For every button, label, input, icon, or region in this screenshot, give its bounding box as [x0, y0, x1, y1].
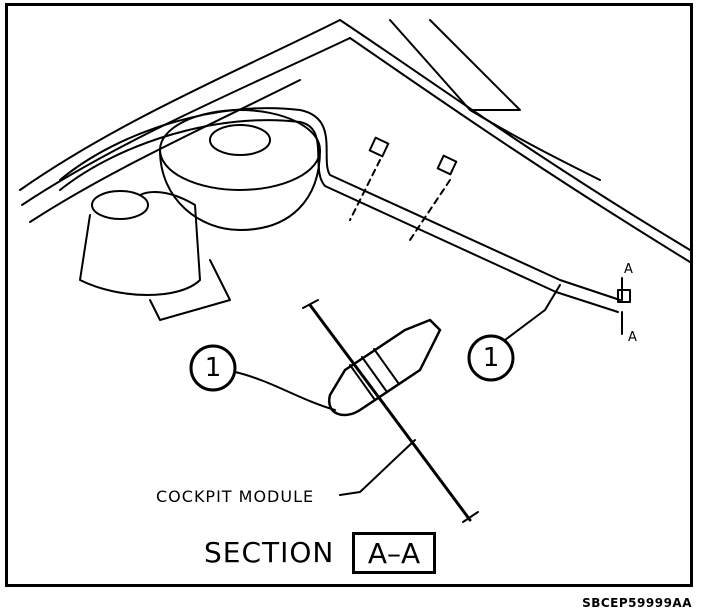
section-title: SECTION — [204, 536, 335, 569]
figure-code: SBCEP59999AA — [582, 596, 692, 610]
callout-number-left: 1 — [204, 353, 222, 383]
section-marker-top: A — [624, 262, 633, 277]
clip-1 — [368, 136, 390, 158]
hood-panel — [389, 19, 601, 181]
detail-clip — [327, 318, 442, 417]
strut-cap — [209, 124, 271, 156]
callout-leader-right — [504, 284, 561, 341]
cockpit-module-label: COCKPIT MODULE — [156, 487, 315, 506]
section-id-box: A–A — [352, 532, 436, 574]
callout-number-right: 1 — [482, 343, 500, 373]
clip-2 — [436, 154, 458, 176]
harness-tube-outer — [59, 119, 619, 313]
figure-frame — [5, 3, 693, 587]
reservoir-base — [149, 259, 231, 321]
cockpit-leader — [339, 439, 416, 496]
section-marker-bottom: A — [628, 330, 637, 345]
harness-tube — [59, 107, 621, 301]
cowl-edge — [19, 19, 351, 223]
clip-3 — [617, 289, 631, 303]
callout-circle-right — [467, 334, 515, 382]
callout-circle-left — [189, 344, 237, 392]
fender-line — [339, 19, 691, 263]
hidden-line — [349, 159, 451, 241]
reservoir-cap — [91, 190, 149, 220]
module-panel-ticks — [302, 299, 479, 523]
strut-body — [159, 149, 321, 231]
module-panel-line — [308, 303, 472, 522]
detail-clip-ribs — [349, 348, 400, 401]
reservoir-body — [79, 191, 201, 296]
callout-leader-left — [234, 371, 336, 411]
